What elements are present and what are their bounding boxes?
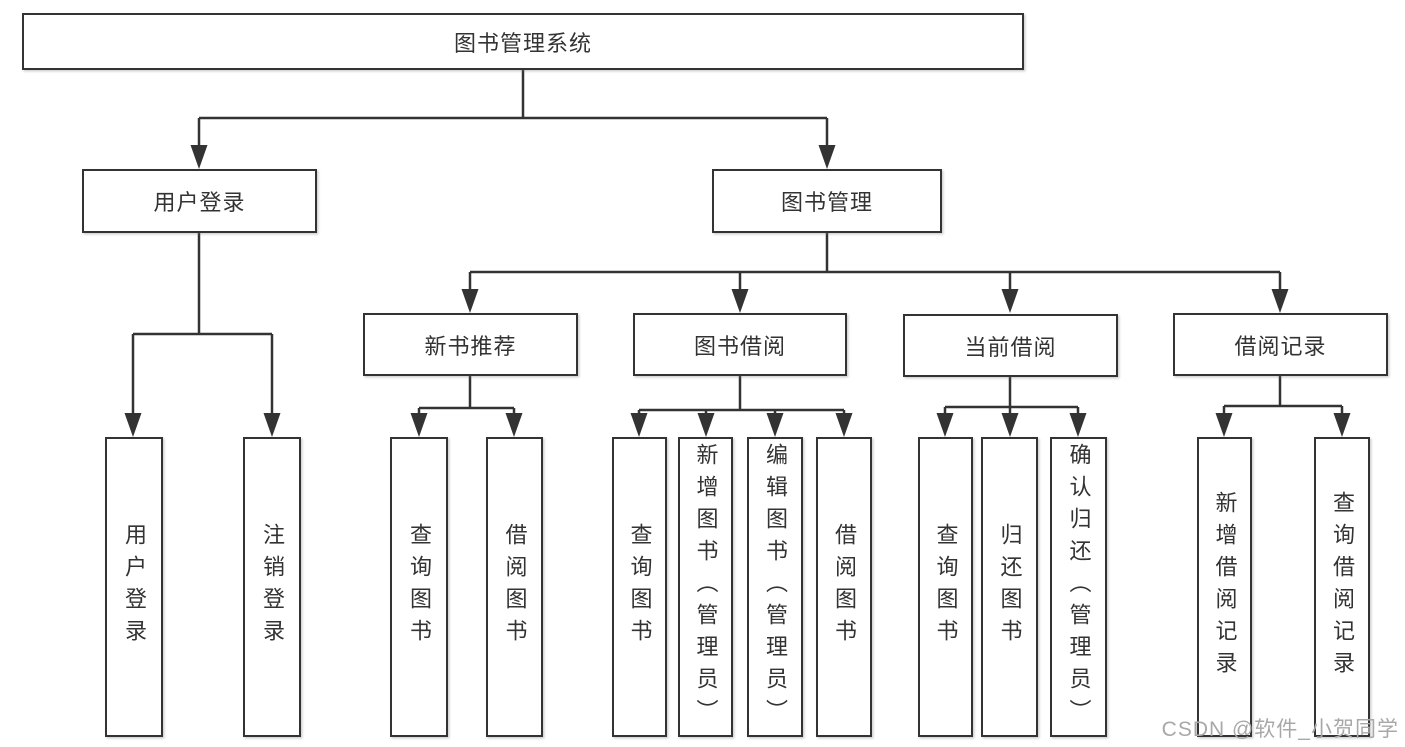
leaf-label: 查询图书: [933, 523, 959, 651]
node-root-system: 图书管理系统: [22, 13, 1024, 70]
leaf-label: 用户登录: [122, 523, 147, 651]
node-book-borrow: 图书借阅: [633, 313, 847, 376]
leaf-label: 编辑图书（管理员）: [763, 443, 788, 731]
node-book-management: 图书管理: [712, 169, 942, 233]
leaf-edit-books-admin: 编辑图书（管理员）: [747, 437, 803, 737]
leaf-label: 新增图书（管理员）: [693, 443, 719, 731]
leaf-label: 查询借阅记录: [1330, 491, 1355, 683]
leaf-label: 确认归还（管理员）: [1066, 443, 1092, 731]
node-borrow-records: 借阅记录: [1173, 313, 1388, 376]
leaf-confirm-return-admin: 确认归还（管理员）: [1050, 437, 1107, 737]
node-label: 当前借阅: [964, 334, 1057, 360]
leaf-query-borrow-record: 查询借阅记录: [1314, 437, 1370, 737]
node-label: 借阅记录: [1234, 333, 1327, 359]
node-current-borrow: 当前借阅: [903, 314, 1118, 377]
node-user-login: 用户登录: [82, 169, 317, 233]
arrowheads: [124, 145, 1351, 437]
leaf-label: 借阅图书: [832, 523, 857, 651]
leaf-borrow-books-1: 借阅图书: [486, 437, 543, 737]
csdn-watermark: CSDN @软件_小贺同学: [1161, 718, 1399, 741]
node-label: 图书管理: [780, 190, 873, 215]
leaf-label: 借阅图书: [502, 523, 528, 651]
leaf-query-books-1: 查询图书: [390, 437, 448, 737]
node-label: 图书管理系统: [453, 30, 592, 56]
leaf-label: 注销登录: [260, 523, 285, 651]
leaf-return-books: 归还图书: [981, 437, 1038, 737]
node-label: 新书推荐: [424, 333, 517, 359]
leaf-label: 查询图书: [627, 523, 653, 651]
leaf-borrow-books-2: 借阅图书: [816, 437, 872, 737]
leaf-label: 新增借阅记录: [1212, 491, 1238, 683]
leaf-label: 查询图书: [407, 523, 432, 651]
node-label: 用户登录: [153, 190, 246, 215]
leaf-query-books-3: 查询图书: [918, 437, 973, 737]
leaf-logout: 注销登录: [243, 437, 301, 737]
leaf-query-books-2: 查询图书: [612, 437, 667, 737]
node-new-book-recommend: 新书推荐: [363, 313, 578, 376]
leaf-add-books-admin: 新增图书（管理员）: [678, 437, 733, 737]
leaf-label: 归还图书: [997, 523, 1023, 651]
leaf-user-login: 用户登录: [105, 437, 163, 737]
leaf-add-borrow-record: 新增借阅记录: [1197, 437, 1252, 737]
node-label: 图书借阅: [693, 333, 786, 359]
